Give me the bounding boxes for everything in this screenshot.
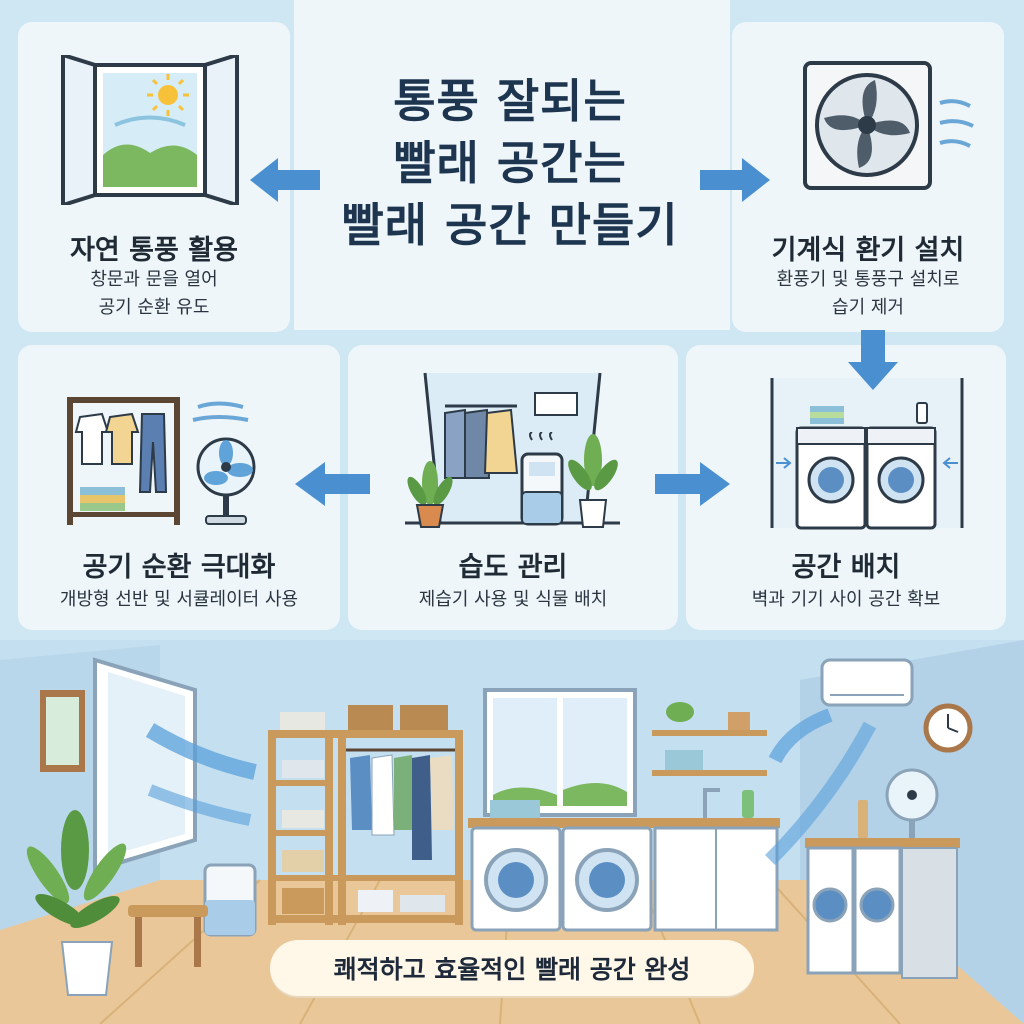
exhaust-fan-icon xyxy=(803,61,974,190)
title-line-3: 빨래 공간 만들기 xyxy=(341,198,679,252)
window-icon xyxy=(61,55,239,205)
step-desc-mechanical-ventilation-1: 환풍기 및 통풍구 설치로 xyxy=(776,269,960,290)
step-desc-layout: 벽과 기기 사이 공간 확보 xyxy=(751,589,941,610)
clothes-rack-icon xyxy=(67,397,180,525)
sun-icon xyxy=(147,74,189,116)
result-banner-text: 쾌적하고 효율적인 빨래 공간 완성 xyxy=(333,955,691,984)
arrow-left-icon xyxy=(250,158,320,202)
arrow-left-icon xyxy=(295,462,370,506)
plant-icon xyxy=(407,461,453,528)
step-title-air-circulation: 공기 순환 극대화 xyxy=(82,552,276,583)
laundry-layout-icon xyxy=(770,378,964,530)
arrow-right-icon xyxy=(700,158,770,202)
step-desc-air-circulation: 개방형 선반 및 서큘레이터 사용 xyxy=(59,589,299,610)
panel-title xyxy=(294,0,730,330)
step-desc-humidity: 제습기 사용 및 식물 배치 xyxy=(418,589,608,610)
electric-fan-icon xyxy=(192,401,256,525)
page-title: 통풍 잘되는 빨래 공간는 빨래 공간 만들기 xyxy=(300,70,720,256)
result-banner: 쾌적하고 효율적인 빨래 공간 완성 xyxy=(270,940,754,996)
plant-icon xyxy=(568,434,618,528)
step-desc-mechanical-ventilation-2: 습기 제거 xyxy=(832,297,904,318)
step-title-layout: 공간 배치 xyxy=(791,552,901,583)
step-title-natural-ventilation: 자연 통풍 활용 xyxy=(70,235,238,266)
step-desc-natural-ventilation-2: 공기 순환 유도 xyxy=(98,297,210,318)
step-desc-natural-ventilation-1: 창문과 문을 열어 xyxy=(90,269,218,290)
arrow-down-icon xyxy=(848,330,898,390)
dehumidifier-icon xyxy=(520,432,564,526)
arrow-right-icon xyxy=(655,462,730,506)
step-title-humidity: 습도 관리 xyxy=(458,552,568,583)
step-title-mechanical-ventilation: 기계식 환기 설치 xyxy=(771,235,965,266)
title-line-2: 빨래 공간는 xyxy=(393,136,627,190)
title-line-1: 통풍 잘되는 xyxy=(393,74,627,128)
